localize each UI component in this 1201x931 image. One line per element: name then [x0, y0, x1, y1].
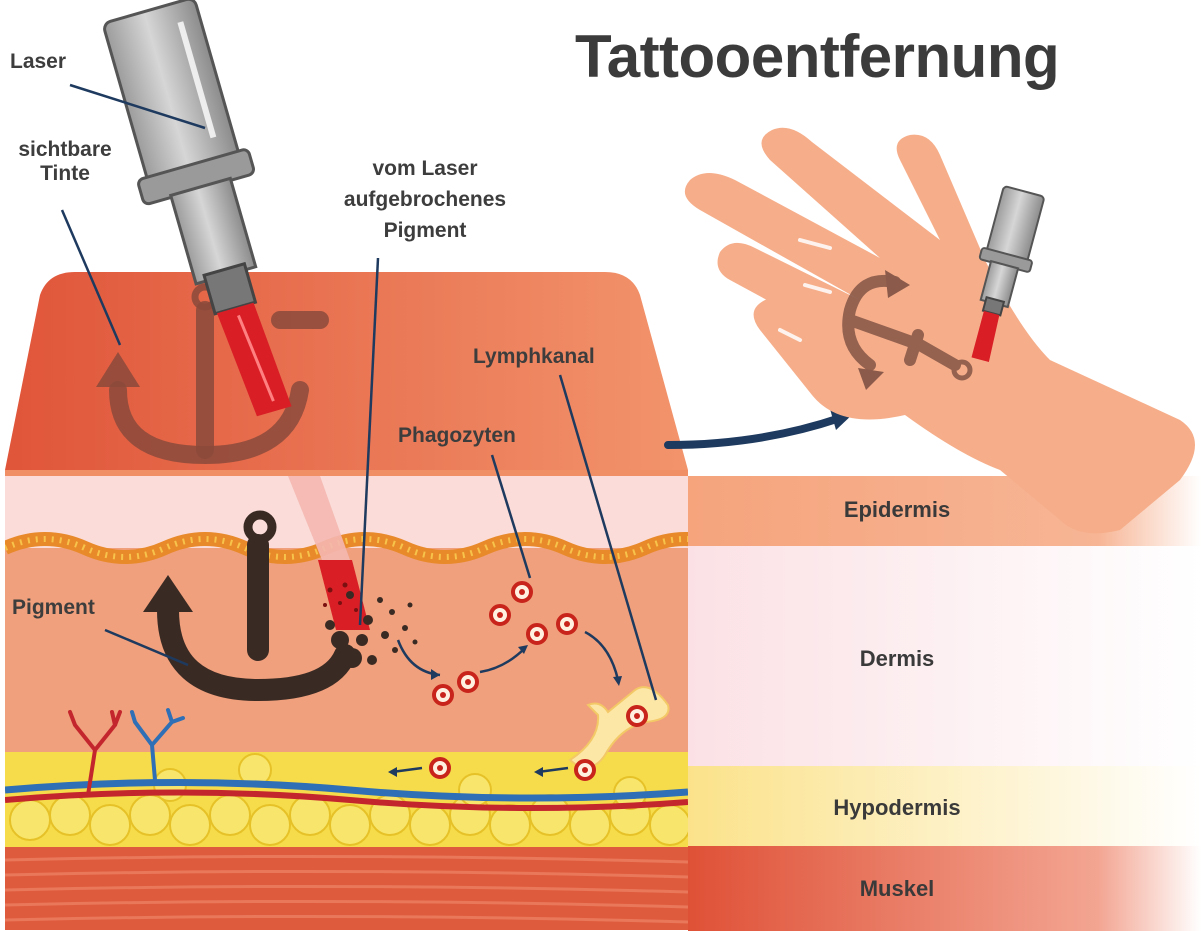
hand-icon — [684, 127, 1195, 534]
label-phagocytes: Phagozyten — [398, 424, 516, 447]
arrow-to-hand — [664, 414, 844, 449]
hypodermis-band — [688, 766, 1201, 846]
label-visible-ink-line2: Tinte — [40, 162, 90, 185]
label-broken-pigment-line3: Pigment — [383, 219, 467, 242]
skin-surface — [5, 272, 688, 470]
blood-vessel-icon — [68, 710, 122, 797]
vein — [5, 779, 688, 802]
label-visible-ink: sichtbare Tinte — [0, 138, 130, 186]
label-broken-pigment: vom Laser aufgebrochenes Pigment — [300, 153, 550, 246]
laser-device-icon — [103, 0, 292, 417]
anchor-tattoo-icon — [157, 510, 356, 702]
layer-label-epidermis: Epidermis — [843, 497, 951, 522]
layer-bands — [688, 476, 1201, 931]
muscle-band — [688, 846, 1201, 931]
leader-lines — [60, 83, 658, 701]
dermis-band — [688, 546, 1201, 766]
artery — [5, 789, 688, 812]
broken-pigment — [325, 591, 418, 676]
surface-tattoo — [109, 283, 329, 465]
label-broken-pigment-line2: aufgebrochenes — [343, 188, 507, 211]
page-title: Tattooentfernung — [575, 23, 1060, 90]
label-lymph-channel: Lymphkanal — [473, 345, 595, 368]
label-laser: Laser — [10, 50, 67, 73]
label-broken-pigment-line1: vom Laser — [372, 157, 478, 180]
phagocytes — [429, 581, 648, 781]
phagocyte-icon — [429, 581, 648, 781]
lymph-vessel-icon — [130, 708, 185, 782]
layer-label-dermis: Dermis — [859, 646, 935, 671]
label-pigment: Pigment — [12, 596, 95, 619]
layer-label-muscle: Muskel — [859, 876, 935, 901]
layer-label-hypodermis: Hypodermis — [833, 795, 961, 820]
laser-beam-path — [288, 476, 350, 560]
label-visible-ink-line1: sichtbare — [18, 138, 112, 161]
